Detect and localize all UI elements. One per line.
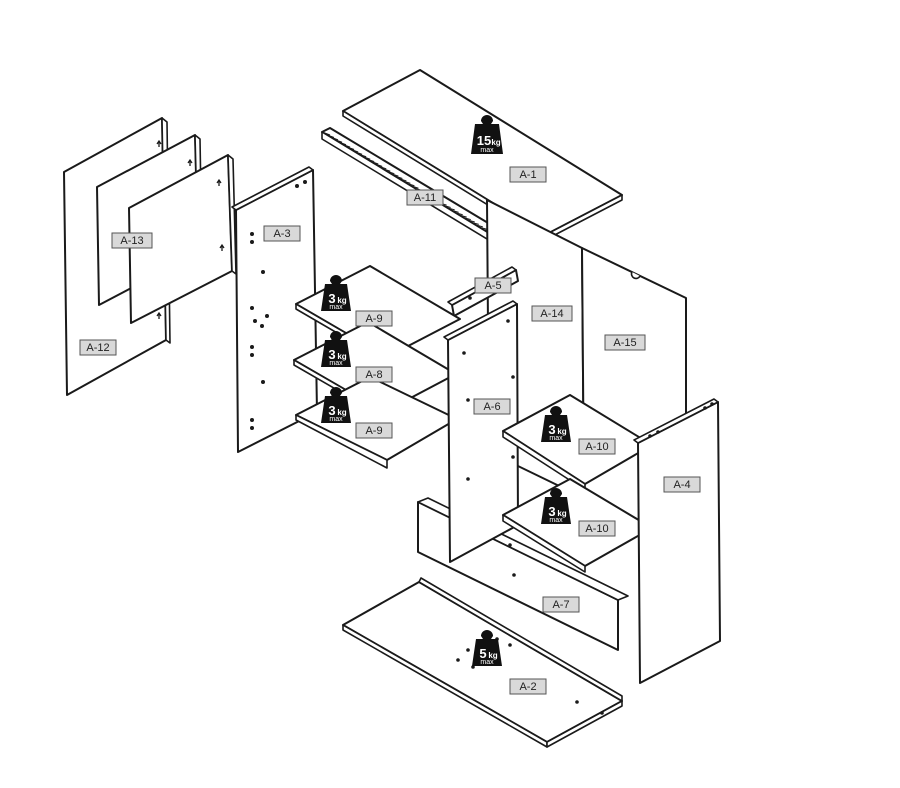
svg-text:A-12: A-12	[86, 342, 109, 354]
svg-text:A-6: A-6	[483, 401, 500, 413]
svg-text:max: max	[480, 659, 494, 666]
hatch-line	[394, 175, 403, 179]
svg-text:max: max	[549, 435, 563, 442]
hatch-line	[382, 168, 391, 172]
svg-text:max: max	[480, 147, 494, 154]
hatch-line	[349, 148, 359, 153]
svg-text:A-10: A-10	[585, 441, 608, 453]
hatch-line	[406, 182, 415, 187]
hatch-line	[398, 177, 407, 182]
svg-text:max: max	[329, 360, 343, 367]
hatch-line	[474, 224, 483, 228]
svg-text:3: 3	[548, 422, 555, 437]
part-a4-side-panel	[633, 398, 721, 684]
part-label-a15: A-15	[604, 334, 646, 351]
hatch-line	[386, 170, 395, 175]
svg-text:A-15: A-15	[613, 337, 636, 349]
part-label-a10-upper: A-10	[578, 438, 616, 455]
hatch-line	[442, 204, 451, 208]
svg-text:A-13: A-13	[120, 235, 143, 247]
part-label-a10-lower: A-10	[578, 520, 616, 537]
hatch-line	[446, 207, 455, 211]
hatch-line	[374, 163, 383, 167]
weight-icon-a9-upper: 3 kg max	[321, 275, 351, 311]
svg-text:kg: kg	[557, 427, 566, 436]
svg-text:A-4: A-4	[673, 479, 690, 491]
weight-icon-a8: 3 kg max	[321, 331, 351, 367]
svg-text:15: 15	[477, 133, 491, 148]
hatch-line	[454, 211, 463, 216]
part-label-a6: A-6	[473, 398, 511, 415]
svg-text:kg: kg	[488, 651, 497, 660]
part-label-a9-upper: A-9	[355, 310, 393, 327]
svg-text:kg: kg	[557, 509, 566, 518]
hatch-line	[321, 131, 331, 136]
hatch-line	[333, 138, 343, 143]
part-label-a13: A-13	[111, 232, 153, 249]
part-label-a8: A-8	[355, 366, 393, 383]
hatch-line	[329, 136, 339, 141]
hatch-line	[462, 216, 471, 221]
hatch-line	[390, 172, 399, 177]
svg-text:A-7: A-7	[552, 599, 569, 611]
part-label-a11: A-11	[406, 189, 444, 206]
part-label-a9-lower: A-9	[355, 422, 393, 439]
weight-icon-a2: 5 kg max	[472, 630, 502, 666]
part-label-a3: A-3	[263, 225, 301, 242]
svg-text:max: max	[329, 416, 343, 423]
part-label-a14: A-14	[531, 305, 573, 322]
part-label-a4: A-4	[663, 476, 701, 493]
hatch-line	[450, 209, 459, 213]
hatch-line	[366, 158, 375, 163]
svg-text:A-9: A-9	[365, 313, 382, 325]
part-label-a12: A-12	[79, 339, 117, 356]
hatch-line	[353, 151, 363, 155]
hatch-line	[458, 214, 467, 218]
hatch-line	[402, 180, 411, 184]
svg-text:A-8: A-8	[365, 369, 382, 381]
svg-text:3: 3	[548, 504, 555, 519]
part-label-a1: A-1	[509, 166, 547, 183]
svg-text:3: 3	[328, 347, 335, 362]
part-label-a7: A-7	[542, 596, 580, 613]
svg-text:max: max	[549, 517, 563, 524]
hatch-line	[378, 165, 387, 170]
part-a1-top-panel	[342, 69, 623, 241]
weight-icon-a10-lower: 3 kg max	[541, 488, 571, 524]
hatch-line	[410, 185, 419, 189]
hatch-line	[370, 160, 379, 165]
hatch-line	[362, 155, 371, 160]
hatch-line	[466, 219, 475, 223]
svg-text:kg: kg	[337, 296, 346, 305]
hatch-line	[358, 153, 367, 158]
hatch-line	[325, 133, 335, 138]
svg-text:A-9: A-9	[365, 425, 382, 437]
svg-text:A-1: A-1	[519, 169, 536, 181]
svg-text:A-10: A-10	[585, 523, 608, 535]
svg-text:kg: kg	[337, 408, 346, 417]
svg-text:kg: kg	[337, 352, 346, 361]
hatch-line	[470, 221, 479, 225]
part-label-a5: A-5	[474, 277, 512, 294]
svg-text:A-11: A-11	[414, 192, 436, 204]
svg-text:5: 5	[479, 646, 486, 661]
part-label-a2: A-2	[509, 678, 547, 695]
svg-text:A-3: A-3	[273, 228, 290, 240]
svg-text:3: 3	[328, 403, 335, 418]
svg-text:A-14: A-14	[540, 308, 563, 320]
svg-text:max: max	[329, 304, 343, 311]
svg-text:kg: kg	[491, 138, 500, 147]
svg-text:A-5: A-5	[484, 280, 501, 292]
weight-icon-a9-lower: 3 kg max	[321, 387, 351, 423]
hatch-line	[478, 226, 487, 230]
hatch-line	[341, 143, 351, 148]
weight-icon-a10-upper: 3 kg max	[541, 406, 571, 442]
weight-icon-a1: 15 kg max	[471, 115, 503, 154]
svg-text:A-2: A-2	[519, 681, 536, 693]
hatch-line	[337, 141, 347, 146]
svg-text:3: 3	[328, 291, 335, 306]
hatch-line	[345, 146, 355, 150]
